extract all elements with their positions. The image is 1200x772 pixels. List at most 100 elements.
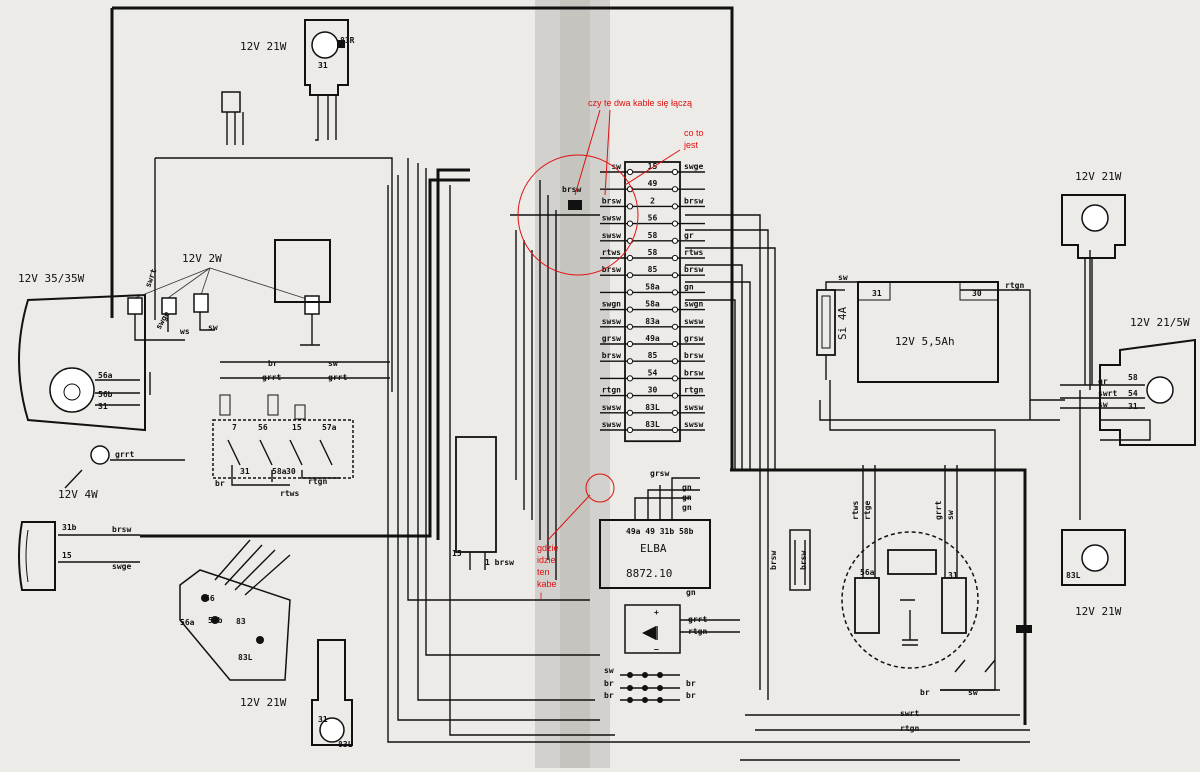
bundle-labels: br grrt sw grrt bbox=[149, 359, 390, 395]
battery-31: 31 bbox=[872, 289, 882, 298]
switch-30: 30 bbox=[286, 467, 296, 476]
terminal-number: 58a bbox=[645, 282, 660, 291]
fuse-label: Si 4A bbox=[836, 307, 849, 340]
terminal-right-label: swsw bbox=[684, 403, 703, 412]
annotations: czy te dwa kable się łączą co to jest gd… bbox=[517, 98, 704, 601]
terminal-number: 56 bbox=[648, 214, 658, 223]
terminal-screw bbox=[671, 358, 679, 365]
terminal-number: 85 bbox=[648, 351, 658, 360]
top-bulb-label: 12V 21W bbox=[240, 40, 287, 53]
terminal-right-label: rtws bbox=[684, 248, 703, 257]
terminal-left-label: rtws bbox=[602, 248, 621, 257]
rear-swrt: swrt bbox=[1098, 389, 1117, 398]
bottom-terminals: sw br br br br bbox=[604, 666, 696, 703]
dash-bulbs-label: 12V 2W bbox=[182, 252, 222, 265]
battery-rtgn: rtgn bbox=[1005, 281, 1024, 290]
rectifier: + − grrt rtgn gn bbox=[624, 588, 740, 654]
elba-gn3: gn bbox=[682, 503, 692, 512]
bt-br2: br bbox=[604, 691, 614, 700]
terminal-frame bbox=[624, 161, 681, 443]
switch-rtws: rtws bbox=[280, 489, 299, 498]
headlamp-56b: 56b bbox=[98, 390, 113, 399]
hs-83l: 83L bbox=[238, 653, 253, 662]
elba-part: 8872.10 bbox=[626, 567, 672, 580]
terminal-screw bbox=[626, 289, 634, 296]
switch-15: 15 bbox=[292, 423, 302, 432]
rect-grrt: grrt bbox=[688, 615, 707, 624]
right-bottom-lamp: 83L 12V 21W bbox=[1061, 529, 1126, 618]
dash-sw: sw bbox=[208, 323, 218, 332]
terminal-screw bbox=[626, 272, 634, 279]
bottom-83l: 83L bbox=[338, 740, 353, 749]
elba-gn1: gn bbox=[682, 483, 692, 492]
annotation-circle-large bbox=[517, 154, 639, 276]
fuse: Si 4A sw bbox=[816, 273, 860, 380]
terminal-number: 2 bbox=[650, 196, 655, 205]
rect-gn: gn bbox=[686, 588, 696, 597]
headlamp: 56a 56b 31 12V 35/35W grrt 12V 4W bbox=[18, 272, 185, 501]
terminal-left-label: brsw bbox=[602, 265, 621, 274]
conn-brsw: brsw bbox=[562, 185, 581, 194]
top-31-label: 31 bbox=[318, 61, 328, 70]
terminal-screw bbox=[626, 254, 634, 262]
gen-grrt: grrt bbox=[934, 501, 943, 520]
terminal-right-label: swge bbox=[684, 162, 703, 171]
terminal-screw bbox=[671, 409, 679, 416]
battery: 31 30 12V 5,5Ah rtgn bbox=[857, 281, 1024, 383]
terminal-screw bbox=[671, 203, 679, 210]
parking-label: 12V 4W bbox=[58, 488, 98, 501]
rear-sw: sw bbox=[1098, 400, 1108, 409]
terminal-right-label: swsw bbox=[684, 317, 703, 326]
hs-56b: 56b bbox=[208, 616, 223, 625]
relay-15: 15 bbox=[452, 549, 462, 558]
switch-br: br bbox=[215, 479, 225, 488]
terminal-number: 83a bbox=[645, 317, 660, 326]
terminal-screw bbox=[671, 323, 679, 330]
terminal-right-label: swsw bbox=[684, 420, 703, 429]
brake-connector: brsw brsw bbox=[769, 529, 811, 591]
terminal-screw bbox=[626, 306, 634, 313]
gs-swrt: swrt bbox=[900, 709, 919, 718]
gs-rtgn: rtgn bbox=[900, 724, 919, 733]
svg-text:−: − bbox=[654, 645, 659, 654]
rect-rtgn: rtgn bbox=[688, 627, 707, 636]
bundle-sw: sw bbox=[328, 359, 338, 368]
terminal-screw bbox=[626, 375, 634, 382]
horn-brsw: brsw bbox=[112, 525, 131, 534]
terminal-screw bbox=[626, 392, 634, 399]
switch-56: 56 bbox=[258, 423, 268, 432]
brake-brsw-right: brsw bbox=[799, 551, 808, 570]
bt-sw: sw bbox=[604, 666, 614, 675]
elba-grsw: grsw bbox=[650, 469, 669, 478]
terminal-left-label: brsw bbox=[602, 351, 621, 360]
generator: rtws rtge grrt sw 56a 31 bbox=[841, 465, 979, 669]
light-switch: 7 57a 31 58a 30 15 56 br rtws rtgn bbox=[212, 394, 354, 498]
terminal-right-label: brsw bbox=[684, 196, 703, 205]
top-83r-label: 83R bbox=[340, 36, 355, 45]
elba-name: ELBA bbox=[640, 542, 667, 555]
terminal-screw bbox=[671, 306, 679, 313]
terminal-screw bbox=[626, 168, 634, 176]
rear-54: 54 bbox=[1128, 389, 1138, 398]
annotation-what-line2: jest bbox=[683, 140, 699, 150]
terminal-left-label: swgn bbox=[602, 300, 621, 309]
terminal-number: 15 bbox=[648, 162, 658, 171]
switch-31: 31 bbox=[240, 467, 250, 476]
bundle-grrt: grrt bbox=[262, 373, 281, 382]
terminal-screw bbox=[626, 220, 634, 227]
right-top-lamp: 12V 21W bbox=[1061, 170, 1126, 385]
annotation-where-line1: gdzie bbox=[537, 543, 559, 553]
hs-56: 56 bbox=[205, 594, 215, 603]
terminal-left-label: swsw bbox=[602, 317, 621, 326]
terminal-screw bbox=[671, 220, 679, 227]
terminal-number: 49 bbox=[648, 179, 658, 188]
gen-56a: 56a bbox=[860, 568, 875, 577]
main-wires bbox=[110, 6, 1151, 761]
fuse-sw: sw bbox=[838, 273, 848, 282]
terminal-right-label: rtgn bbox=[684, 386, 703, 395]
terminal-screw bbox=[626, 203, 634, 210]
svg-text:+: + bbox=[654, 608, 659, 617]
terminal-screw bbox=[626, 358, 634, 365]
brake-brsw-left: brsw bbox=[769, 551, 778, 570]
